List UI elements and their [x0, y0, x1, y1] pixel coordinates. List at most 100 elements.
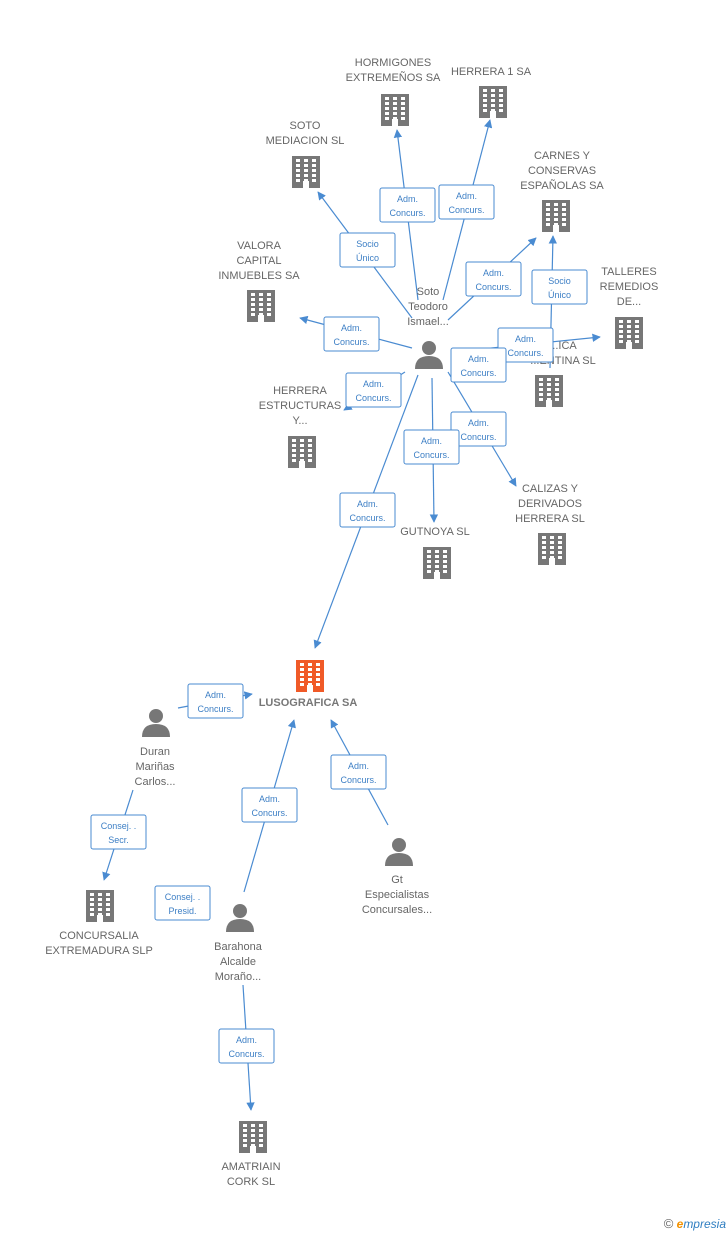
- edge-label-text: Adm.: [357, 499, 378, 509]
- node-label: Duran: [140, 746, 170, 758]
- edge-label-text: Adm.: [468, 418, 489, 428]
- edge-label-duran-concursalia[interactable]: Consej. .Secr.: [90, 814, 147, 850]
- node-label: CALIZAS Y: [522, 483, 579, 495]
- edge-label-text: Concurs.: [333, 337, 369, 347]
- node-luso[interactable]: LUSOGRAFICA SA: [259, 660, 358, 709]
- node-label: CARNES Y: [534, 150, 591, 162]
- node-herreraest[interactable]: HERRERAESTRUCTURASY...: [259, 385, 342, 468]
- edge-label-soto-talleres[interactable]: Adm.Concurs.: [497, 327, 554, 363]
- node-label: Carlos...: [135, 776, 176, 788]
- node-label: LUSOGRAFICA SA: [259, 697, 358, 709]
- edge-label-text: Adm.: [468, 354, 489, 364]
- building-icon: [423, 547, 451, 579]
- person-icon: [415, 341, 443, 369]
- building-icon: [542, 200, 570, 232]
- building-icon: [535, 375, 563, 407]
- node-herrera1[interactable]: HERRERA 1 SA: [451, 66, 532, 118]
- edge-label-text: Socio: [356, 239, 379, 249]
- edges-layer: [102, 119, 601, 1111]
- person-icon: [226, 904, 254, 932]
- edge-label-text: Consej. .: [165, 892, 201, 902]
- edge-label-soto-valora[interactable]: Adm. Concurs.: [323, 316, 380, 352]
- edge-label-text: Concurs.: [448, 205, 484, 215]
- node-label: TALLERES: [601, 266, 656, 278]
- edge-label-barahona-concursalia[interactable]: Consej. . Presid.: [154, 885, 211, 921]
- node-label: HERRERA 1 SA: [451, 66, 532, 78]
- edge-label-text: Concurs.: [340, 775, 376, 785]
- edge-label-barahona-amatriain[interactable]: Adm. Concurs.: [218, 1028, 275, 1064]
- edge-label-text: Adm.: [205, 690, 226, 700]
- edge-label-soto-gutnoya[interactable]: Adm. Concurs.: [403, 429, 460, 465]
- node-talleres[interactable]: TALLERESREMEDIOSDE...: [600, 266, 659, 349]
- node-label: Barahona: [214, 941, 263, 953]
- node-soto[interactable]: SotoTeodoroIsmael...: [407, 286, 449, 369]
- node-label: REMEDIOS: [600, 281, 659, 293]
- edge-label-text: Adm.: [341, 323, 362, 333]
- edge-label-text: Secr.: [108, 835, 129, 845]
- edge-label-text: Concurs.: [197, 704, 233, 714]
- edge-label-text: Concurs.: [475, 282, 511, 292]
- node-label: Mariñas: [135, 761, 175, 773]
- node-label: EXTREMADURA SLP: [45, 945, 153, 957]
- edge-label-barahona-luso[interactable]: Adm.Concurs.: [241, 787, 298, 823]
- footer-brand[interactable]: © empresia: [664, 1216, 726, 1231]
- edge-label-text: Concurs.: [228, 1049, 264, 1059]
- edge-label-text: Adm.: [421, 436, 442, 446]
- edge-label-soto-herreraest[interactable]: Adm.Concurs.: [345, 372, 402, 408]
- node-label: INMUEBLES SA: [218, 270, 300, 282]
- node-label: MEDIACION SL: [266, 135, 345, 147]
- edge-label-duran-luso[interactable]: Adm. Concurs.: [187, 683, 244, 719]
- node-label: HERRERA SL: [515, 513, 585, 525]
- node-label: ...ICA: [549, 340, 577, 352]
- node-label: DERIVADOS: [518, 498, 582, 510]
- building-icon: [86, 890, 114, 922]
- node-label: Alcalde: [220, 956, 256, 968]
- edge-label-soto-luso[interactable]: Adm.Concurs.: [339, 492, 396, 528]
- node-calizas[interactable]: CALIZAS Y DERIVADOS HERRERA SL: [515, 483, 585, 565]
- node-gutnoya[interactable]: GUTNOYA SL: [400, 526, 470, 579]
- edge-label-soto-herrera1[interactable]: Adm. Concurs.: [438, 184, 495, 220]
- node-label: EXTREMEÑOS SA: [346, 71, 441, 84]
- node-label: CONSERVAS: [528, 165, 596, 177]
- edge-label-text: Adm.: [363, 379, 384, 389]
- building-icon: [479, 86, 507, 118]
- node-label: Soto: [417, 286, 440, 298]
- node-label: Concursales...: [362, 904, 432, 916]
- edge-label-text: Adm.: [236, 1035, 257, 1045]
- edge-label-text: Concurs.: [507, 348, 543, 358]
- node-label: GUTNOYA SL: [400, 526, 469, 538]
- edge-label-text: Único: [548, 290, 571, 300]
- edge-label-soto-cantina[interactable]: Adm.Concurs.: [450, 347, 507, 383]
- edge-label-soto-calizas[interactable]: Adm. Concurs.: [450, 411, 507, 447]
- node-gt[interactable]: GtEspecialistasConcursales...: [362, 838, 432, 916]
- edge-label-text: Concurs.: [389, 208, 425, 218]
- edge-label-soto-carnes[interactable]: Adm.Concurs.: [465, 261, 522, 297]
- edge-label-soto-hormigones[interactable]: Adm.Concurs.: [379, 187, 436, 223]
- edge-label-text: Concurs.: [413, 450, 449, 460]
- edge-label-text: Adm.: [259, 794, 280, 804]
- edge-label-text: Socio: [548, 276, 571, 286]
- node-duran[interactable]: DuranMariñasCarlos...: [135, 709, 176, 788]
- edge-label-text: Presid.: [168, 906, 196, 916]
- node-label: CORK SL: [227, 1176, 275, 1188]
- edge-label-text: Concurs.: [460, 432, 496, 442]
- edge-label-gt-luso[interactable]: Adm.Concurs.: [330, 754, 387, 790]
- edge-labels-layer: Adm.Concurs.Adm.Concurs.SocioÚnicoAdm.Co…: [90, 184, 588, 1064]
- node-barahona[interactable]: BarahonaAlcaldeMoraño...: [214, 904, 263, 983]
- edge-label-text: Adm.: [456, 191, 477, 201]
- building-icon: [381, 94, 409, 126]
- person-icon: [385, 838, 413, 866]
- copyright-symbol: ©: [663, 1216, 674, 1231]
- building-icon: [538, 533, 566, 565]
- building-icon: [615, 317, 643, 349]
